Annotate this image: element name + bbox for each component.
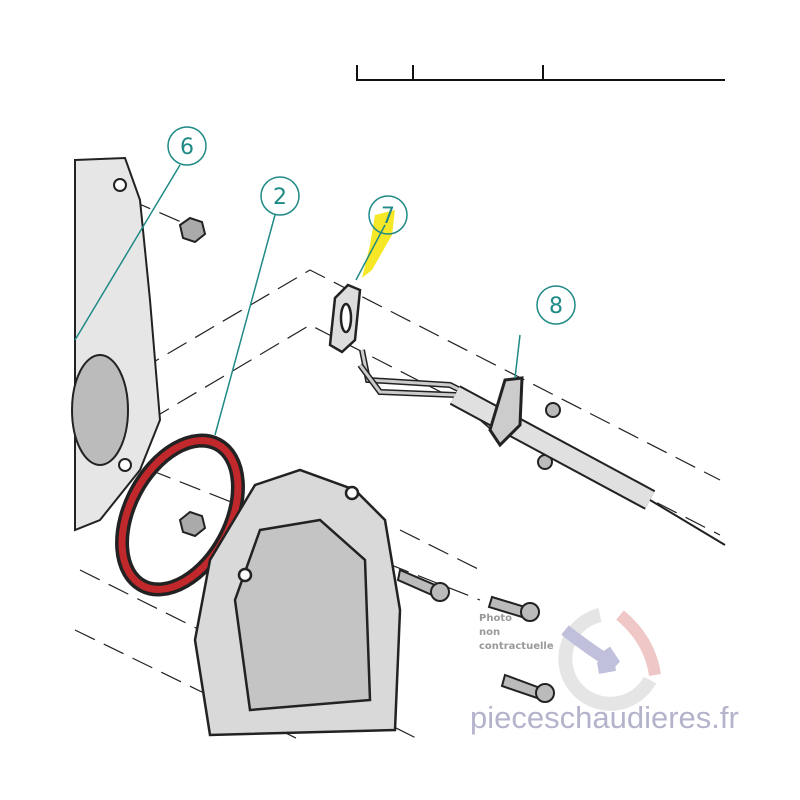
electrode-gasket xyxy=(328,283,362,354)
ignition-electrode xyxy=(357,349,726,546)
callout-leader-7 xyxy=(355,224,386,281)
callout-6: 6 xyxy=(167,126,207,166)
burner-housing xyxy=(71,156,162,532)
scale-bar xyxy=(356,65,725,81)
disclaimer-note: Photo non contractuelle xyxy=(479,612,554,654)
watermark-text: pieceschaudieres.fr xyxy=(470,700,739,735)
nut xyxy=(178,216,207,538)
callout-leaders xyxy=(74,164,521,436)
disclaimer-line: Photo xyxy=(479,613,512,624)
disclaimer-line: non xyxy=(479,627,501,638)
cover-plate xyxy=(193,468,402,737)
highlight-marker xyxy=(362,210,395,278)
callout-7: 7 xyxy=(368,195,408,235)
callout-2-label: 2 xyxy=(273,185,287,210)
callout-8: 8 xyxy=(536,285,576,325)
callout-6-label: 6 xyxy=(180,135,194,160)
watermark-logo-icon xyxy=(558,608,661,711)
callout-7-label: 7 xyxy=(381,204,395,229)
disclaimer-line: contractuelle xyxy=(479,641,554,652)
callout-2: 2 xyxy=(260,176,300,216)
callout-8-label: 8 xyxy=(549,294,563,319)
